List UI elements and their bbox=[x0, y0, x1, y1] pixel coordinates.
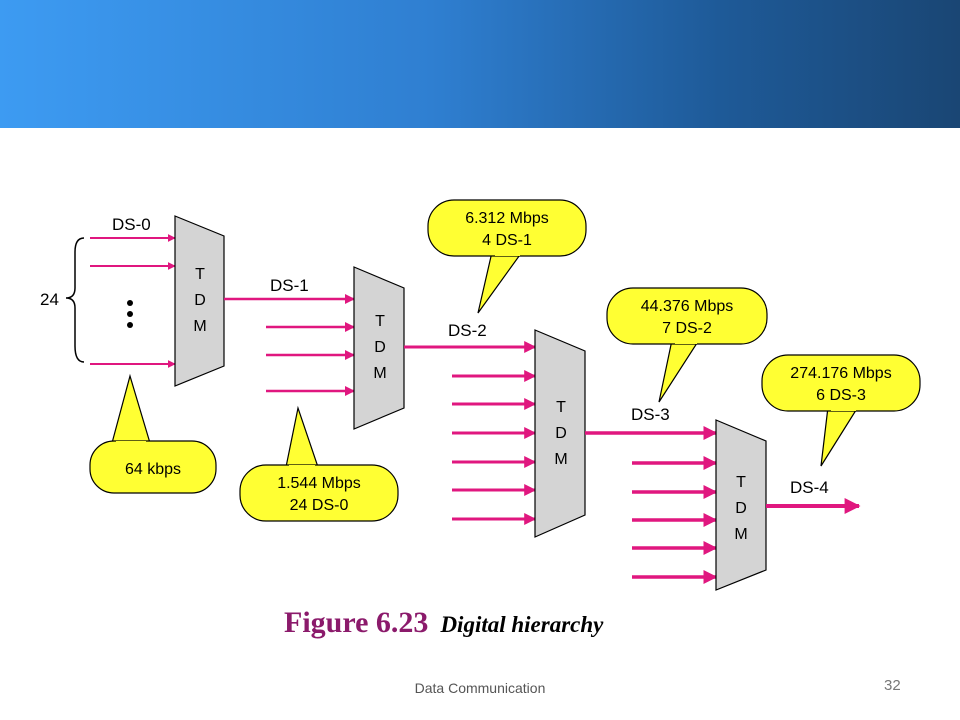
callout-ds1: 1.544 Mbps 24 DS-0 bbox=[239, 405, 399, 522]
svg-text:24 DS-0: 24 DS-0 bbox=[290, 497, 349, 514]
ds1-input-group bbox=[266, 322, 355, 396]
ds3-label: DS-3 bbox=[631, 405, 670, 424]
ds2-input-group bbox=[452, 370, 537, 525]
mux-letter-t: T bbox=[556, 399, 566, 416]
mux-letter-m: M bbox=[734, 526, 747, 543]
svg-text:1.544 Mbps: 1.544 Mbps bbox=[277, 475, 361, 492]
svg-text:7 DS-2: 7 DS-2 bbox=[662, 320, 712, 337]
svg-text:6 DS-3: 6 DS-3 bbox=[816, 387, 866, 404]
callout-ds4: 274.176 Mbps 6 DS-3 bbox=[761, 354, 921, 467]
ds0-input-group bbox=[90, 234, 176, 368]
group-count-label: 24 bbox=[40, 290, 59, 309]
page-number: 32 bbox=[884, 677, 901, 694]
tdm-mux-4: T D M bbox=[715, 419, 767, 591]
figure-title: Digital hierarchy bbox=[440, 612, 604, 637]
mux-letter-m: M bbox=[373, 365, 386, 382]
ds0-label: DS-0 bbox=[112, 215, 151, 234]
mux-letter-d: D bbox=[194, 292, 206, 309]
ds3-input-group bbox=[632, 456, 718, 584]
svg-text:4 DS-1: 4 DS-1 bbox=[482, 232, 532, 249]
mux-letter-d: D bbox=[374, 339, 386, 356]
svg-text:6.312 Mbps: 6.312 Mbps bbox=[465, 210, 549, 227]
ds1-label: DS-1 bbox=[270, 276, 309, 295]
figure-caption: Figure 6.23 Digital hierarchy bbox=[284, 606, 603, 640]
callout-ds3: 44.376 Mbps 7 DS-2 bbox=[606, 287, 768, 403]
mux-letter-t: T bbox=[375, 313, 385, 330]
ellipsis-dots bbox=[127, 300, 133, 328]
mux-letter-t: T bbox=[736, 474, 746, 491]
group-brace bbox=[65, 237, 85, 363]
ds4-label: DS-4 bbox=[790, 478, 829, 497]
svg-text:274.176 Mbps: 274.176 Mbps bbox=[790, 365, 891, 382]
ds2-label: DS-2 bbox=[448, 321, 487, 340]
tdm-mux-3: T D M bbox=[534, 329, 586, 538]
svg-text:64 kbps: 64 kbps bbox=[125, 461, 181, 478]
tdm-mux-2: T D M bbox=[353, 266, 405, 430]
mux-letter-m: M bbox=[554, 451, 567, 468]
header-bar bbox=[0, 0, 960, 128]
tdm-mux-1: T D M bbox=[174, 215, 225, 387]
mux-letter-m: M bbox=[193, 318, 206, 335]
mux-letter-d: D bbox=[735, 500, 747, 517]
footer-text: Data Communication bbox=[414, 680, 546, 696]
mux-letter-d: D bbox=[555, 425, 567, 442]
svg-text:44.376 Mbps: 44.376 Mbps bbox=[641, 298, 734, 315]
mux-letter-t: T bbox=[195, 266, 205, 283]
callout-ds0: 64 kbps bbox=[89, 373, 217, 494]
figure-number: Figure 6.23 bbox=[284, 606, 429, 639]
callout-ds2: 6.312 Mbps 4 DS-1 bbox=[427, 199, 587, 314]
